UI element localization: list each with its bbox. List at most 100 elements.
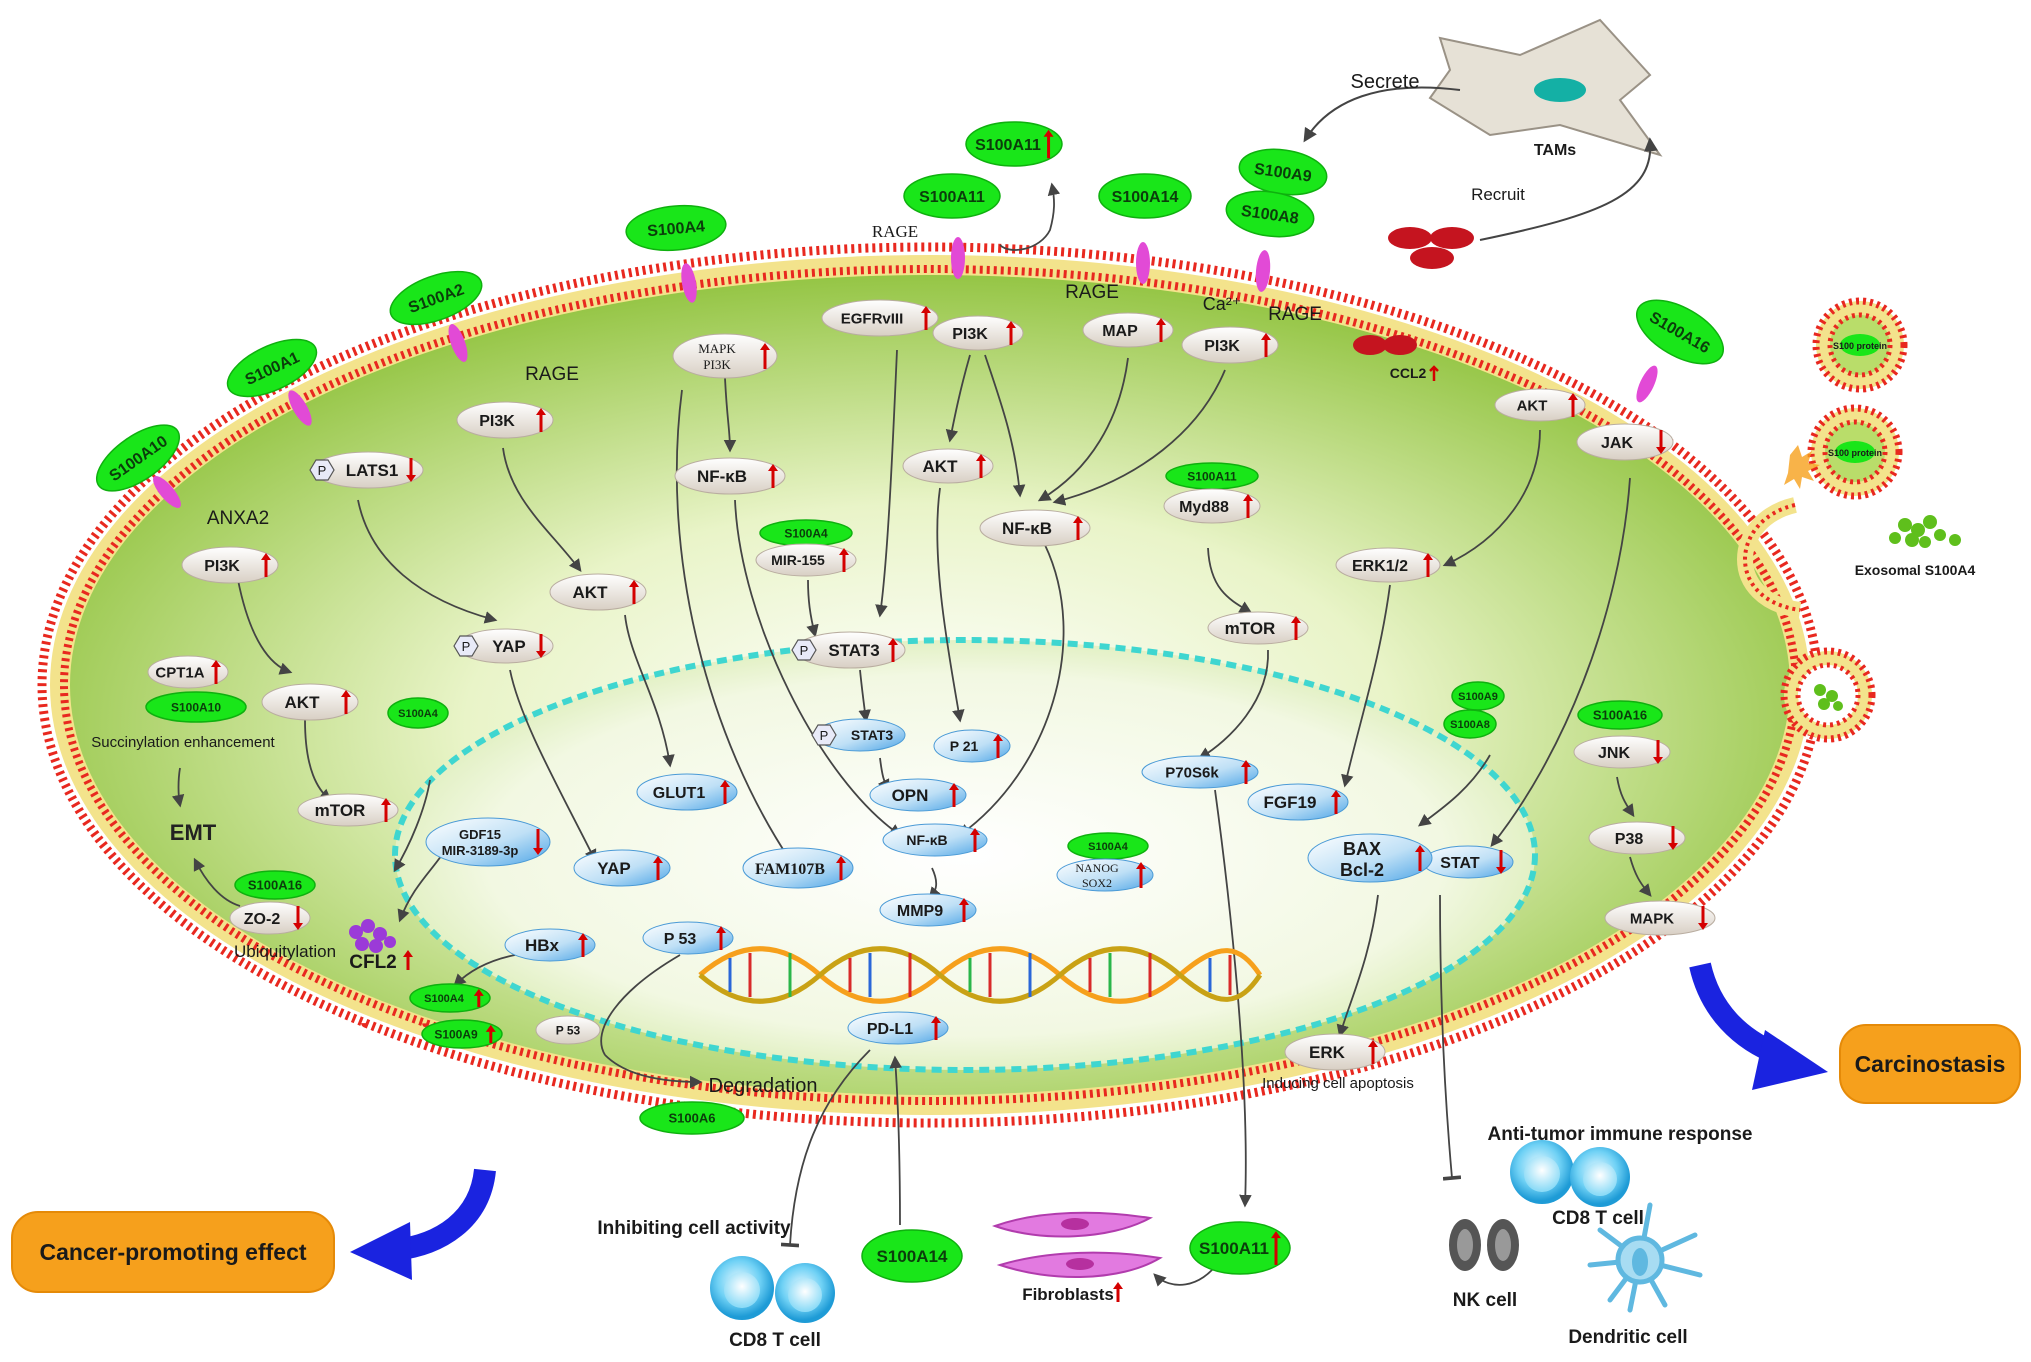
tam-cell: TAMs Secrete Recruit	[1303, 18, 1663, 269]
up-arrow-icon	[473, 988, 484, 1008]
up-arrow-icon	[1415, 845, 1425, 871]
up-arrow-icon	[720, 780, 730, 804]
vesicle-neck-beads	[1743, 503, 1801, 612]
s100-badge-label: S100A4	[424, 993, 465, 1005]
pathway-arrows	[171, 182, 1652, 1287]
molecule-mapk-right: MAPK	[1604, 900, 1716, 936]
arrow-bax-erk	[1336, 894, 1379, 1038]
up-arrow-icon	[931, 1016, 941, 1040]
rage-label-top: RAGE	[872, 222, 918, 241]
caption-cd8-right: CD8 T cell	[1552, 1208, 1644, 1229]
s100-badge-label: S100A11	[1199, 1239, 1269, 1258]
s100-badge-label: S100A10	[171, 700, 221, 714]
molecule-pi3k-ca: PI3K	[1181, 326, 1279, 364]
molecule-jnk: JNK	[1573, 735, 1671, 769]
molecule-nfkb-mid: NF-κB	[979, 509, 1091, 547]
s100-badge-label: S100A16	[248, 878, 302, 893]
s100-badge-label: S100A4	[1088, 841, 1129, 853]
badge-s100a9-hbx: S100A9	[421, 1019, 503, 1049]
arrow-p38-mapk	[1629, 856, 1652, 897]
molecule-label: MAP	[1102, 323, 1138, 340]
arrow-nfkb-nfkbnuc	[734, 499, 903, 837]
up-arrow-icon	[959, 898, 969, 922]
molecule-label: STAT3	[851, 727, 893, 743]
caption-succinylation: Succinylation enhancement	[91, 734, 275, 751]
receptor-s100a2	[448, 324, 468, 362]
molecule-myd88: Myd88	[1163, 488, 1261, 524]
exosomal-dots	[1889, 515, 1961, 548]
molecule-label: P70S6k	[1165, 764, 1219, 781]
molecule-p70s6k: P70S6k	[1141, 755, 1259, 789]
molecules-layer: PI3KAKTmTORCPT1AZO-2LATS1PYAPPPI3KAKTNF-…	[147, 299, 1716, 1071]
molecule-label: PI3K	[479, 413, 515, 430]
badge-s100a4-nanog: S100A4	[1067, 832, 1149, 860]
dna-helix-icon	[698, 946, 1263, 1004]
molecule-label: NF-κB	[906, 832, 947, 848]
caption-cfl2: CFL2	[349, 952, 397, 973]
up-arrow-icon	[536, 408, 546, 432]
caption-fibroblasts: Fibroblasts	[1022, 1285, 1114, 1304]
badge-s100a16-zo2: S100A16	[234, 870, 316, 900]
s100-badge-label: S100A4	[398, 708, 439, 720]
badge-s100a11-myd88: S100A11	[1165, 462, 1259, 490]
arrow-yap-yapnuc	[509, 669, 597, 863]
molecule-label: OPN	[892, 786, 929, 805]
molecule-label: HBx	[525, 936, 560, 955]
molecule-label-line2: SOX2	[1082, 876, 1112, 890]
t-cell-icon	[775, 1263, 835, 1323]
molecule-label-line1: GDF15	[459, 827, 501, 842]
s100-badge-label: S100A11	[975, 137, 1041, 154]
molecule-nfkb-nuc: NF-κB	[882, 823, 988, 857]
down-arrow-icon	[406, 458, 416, 482]
receptor-s100a4	[681, 263, 697, 303]
caption-nk-cell: NK cell	[1453, 1290, 1517, 1311]
molecule-glut1: GLUT1	[636, 773, 738, 811]
molecule-opn: OPN	[869, 778, 967, 812]
molecule-mir155: MIR-155	[755, 543, 857, 577]
molecule-erk12: ERK1/2	[1335, 547, 1441, 583]
badge-s100a4-mir155: S100A4	[759, 519, 853, 547]
fibroblast-icon	[992, 1211, 1163, 1278]
arrow-pi3k-nfkb-mid	[984, 354, 1026, 498]
molecule-label: PI3K	[1204, 338, 1240, 355]
caption-degradation: Degradation	[709, 1075, 818, 1097]
ccl2-particles-top	[1388, 227, 1474, 269]
arrow-egfr-stat3	[875, 349, 898, 618]
molecule-cpt1a: CPT1A	[147, 655, 229, 689]
up-arrow-icon	[629, 580, 639, 604]
badge-s100a11-top: S100A11	[965, 121, 1063, 167]
badge-s100a4-membrane: S100A4	[625, 204, 727, 252]
ca2-label: Ca²⁺	[1203, 294, 1242, 314]
receptor-s100a10	[153, 476, 181, 508]
arrow-stat3-stat3nuc	[858, 669, 871, 723]
arrow-mapk-fam107b	[675, 389, 792, 863]
s100-protein-label-2: S100 protein	[1828, 448, 1882, 458]
s100-protein-label-1: S100 protein	[1833, 341, 1887, 351]
molecule-map-mid: MAP	[1082, 312, 1174, 348]
phosphate-label: P	[462, 639, 471, 654]
vesicle-1: S100 protein	[1812, 297, 1908, 393]
up-arrow-icon	[1243, 494, 1253, 518]
arrow-cpt1a-emt	[171, 767, 185, 808]
up-arrow-icon	[1331, 790, 1341, 814]
molecule-label: MIR-155	[771, 552, 825, 568]
arrow-map-nfkb	[1037, 357, 1129, 502]
molecule-p53-nuc: P 53	[642, 921, 734, 955]
t-cell-icon	[1510, 1140, 1574, 1204]
anxa2-label: ANXA2	[207, 508, 269, 529]
up-arrow-icon	[1368, 1040, 1378, 1064]
tbar-pdl1-cd8	[780, 1049, 871, 1248]
arrow-mapk-nfkb	[723, 377, 737, 453]
caption-inhibiting: Inhibiting cell activity	[597, 1218, 791, 1239]
arrow-s100a14-pdl1	[889, 1055, 903, 1226]
up-arrow-icon	[381, 798, 391, 822]
up-arrow-icon	[1429, 365, 1439, 381]
molecule-fam107b: FAM107B	[742, 847, 854, 889]
carcinostasis-box: Carcinostasis	[1839, 1024, 2021, 1104]
molecule-p53-cyto: P 53	[535, 1015, 601, 1045]
badge-s100a2: S100A2	[389, 270, 483, 326]
